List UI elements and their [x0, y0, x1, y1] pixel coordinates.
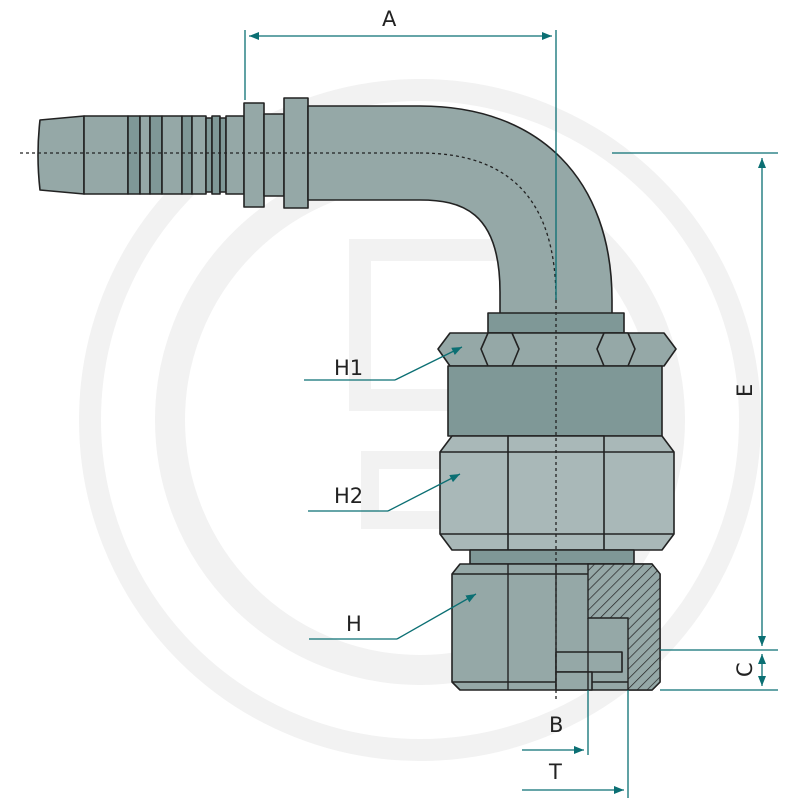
dimension-e: E [612, 152, 778, 651]
dimension-a-label: A [382, 7, 397, 31]
dimension-b: B [522, 690, 589, 755]
dimension-a: A [244, 7, 557, 300]
dimension-c: C [660, 654, 778, 691]
dimension-t-label: T [548, 760, 562, 784]
callout-h-label: H [346, 612, 362, 636]
dimension-t: T [522, 690, 629, 798]
fitting-body [447, 365, 663, 437]
hose-stem [37, 97, 309, 209]
callout-h2: H2 [308, 473, 461, 512]
callout-h1: H1 [304, 346, 463, 381]
dimension-c-label: C [733, 662, 757, 677]
callout-h: H [309, 593, 477, 640]
centerlines [20, 152, 557, 700]
dimension-b-label: B [549, 713, 563, 737]
hex-h2 [439, 435, 675, 565]
elbow-bend [307, 105, 613, 315]
callout-h1-label: H1 [334, 356, 363, 380]
callout-h2-label: H2 [334, 484, 363, 508]
dimension-e-label: E [733, 384, 757, 397]
